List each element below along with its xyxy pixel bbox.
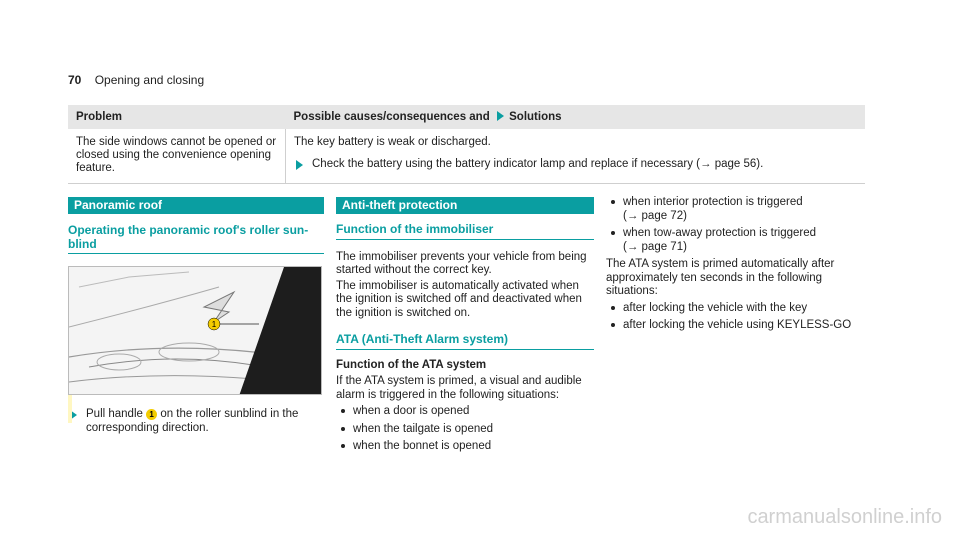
list-item: when the tailgate is opened <box>336 423 594 437</box>
solution-end: ). <box>756 158 764 170</box>
watermark: carmanualsonline.info <box>747 506 942 528</box>
problem-table: Problem Possible causes/consequences and… <box>68 105 865 184</box>
play-arrow-icon <box>70 410 77 420</box>
svg-text:1: 1 <box>212 320 217 329</box>
problem-cell: The side windows cannot be opened or clo… <box>68 129 286 184</box>
page-number: 70 <box>68 73 82 87</box>
cause-text: The key battery is weak or discharged. <box>294 136 491 148</box>
section-name: Opening and closing <box>94 73 205 87</box>
list-item: when tow-away protection is triggered (→… <box>606 227 864 254</box>
table-header-row: Problem Possible causes/consequences and… <box>68 105 865 129</box>
list-item: when a door is opened <box>336 405 594 419</box>
list-item: after locking the vehicle with the key <box>606 302 864 316</box>
problem-header: Problem <box>68 105 286 129</box>
solution-text: Check the battery using the battery indi… <box>312 158 701 170</box>
causes-header: Possible causes/consequences and Solutio… <box>285 105 865 129</box>
ata-trigger-list: when a door is opened when the tailgate … <box>336 405 594 454</box>
solutions-header-text: Solutions <box>509 111 562 123</box>
page-reference-link[interactable]: → page 56 <box>700 158 757 170</box>
page-reference-link[interactable]: (→ page 72) <box>623 209 687 222</box>
ata-function-heading: Function of the ATA system <box>336 358 487 371</box>
list-item-text: when interior protection is triggered <box>623 196 803 208</box>
table-row: The side windows cannot be opened or clo… <box>68 129 865 184</box>
immobiliser-para-2: The immobiliser is automatically activat… <box>336 279 582 319</box>
play-arrow-icon <box>496 111 504 121</box>
immobiliser-para-1: The immobiliser prevents your vehicle fr… <box>336 250 587 277</box>
subsection-title-ata: ATA (Anti-Theft Alarm system) <box>336 332 594 350</box>
ata-primed-list: after locking the vehicle with the key a… <box>606 302 864 333</box>
section-bar-panoramic-roof: Panoramic roof <box>68 197 324 214</box>
ata-trigger-list-continued: when interior protection is triggered (→… <box>606 196 864 254</box>
column-anti-theft: Anti-theft protection Function of the im… <box>336 197 594 458</box>
instruction-text-start: Pull handle <box>86 408 143 420</box>
ata-primed-para: The ATA system is primed automatically a… <box>606 258 835 297</box>
illustration-wrapper: 1 <box>68 266 324 395</box>
section-bar-anti-theft: Anti-theft protection <box>336 197 594 214</box>
list-item: when interior protection is triggered (→… <box>606 196 864 223</box>
roof-sunblind-drawing: 1 <box>69 267 321 394</box>
highlight-bar <box>68 395 72 423</box>
play-arrow-icon <box>296 160 303 170</box>
instruction-text-end: on the roller sunblind in the correspond… <box>86 408 299 434</box>
subsection-title-sunblind: Operating the panoramic roof's roller su… <box>68 223 324 254</box>
list-item-text: when tow-away protection is triggered <box>623 227 817 239</box>
instruction-step: Pull handle 1 on the roller sunblind in … <box>68 408 324 435</box>
list-item: when the bonnet is opened <box>336 440 594 454</box>
solution-step: Check the battery using the battery indi… <box>294 158 857 171</box>
sunblind-illustration: 1 <box>68 266 322 395</box>
ata-para: If the ATA system is primed, a visual an… <box>336 375 582 401</box>
cause-cell: The key battery is weak or discharged. C… <box>285 129 865 184</box>
causes-header-text: Possible causes/consequences and <box>293 111 490 123</box>
marker-1-icon: 1 <box>146 409 158 420</box>
page-header: 70 Opening and closing <box>68 73 204 87</box>
subsection-title-immobiliser: Function of the immobiliser <box>336 222 594 240</box>
list-item: after locking the vehicle using KEYLESS-… <box>606 319 864 333</box>
page-reference-link[interactable]: (→ page 71) <box>623 240 687 253</box>
column-ata-continued: when interior protection is triggered (→… <box>606 196 864 337</box>
column-panoramic-roof: Panoramic roof Operating the panoramic r… <box>68 197 324 435</box>
